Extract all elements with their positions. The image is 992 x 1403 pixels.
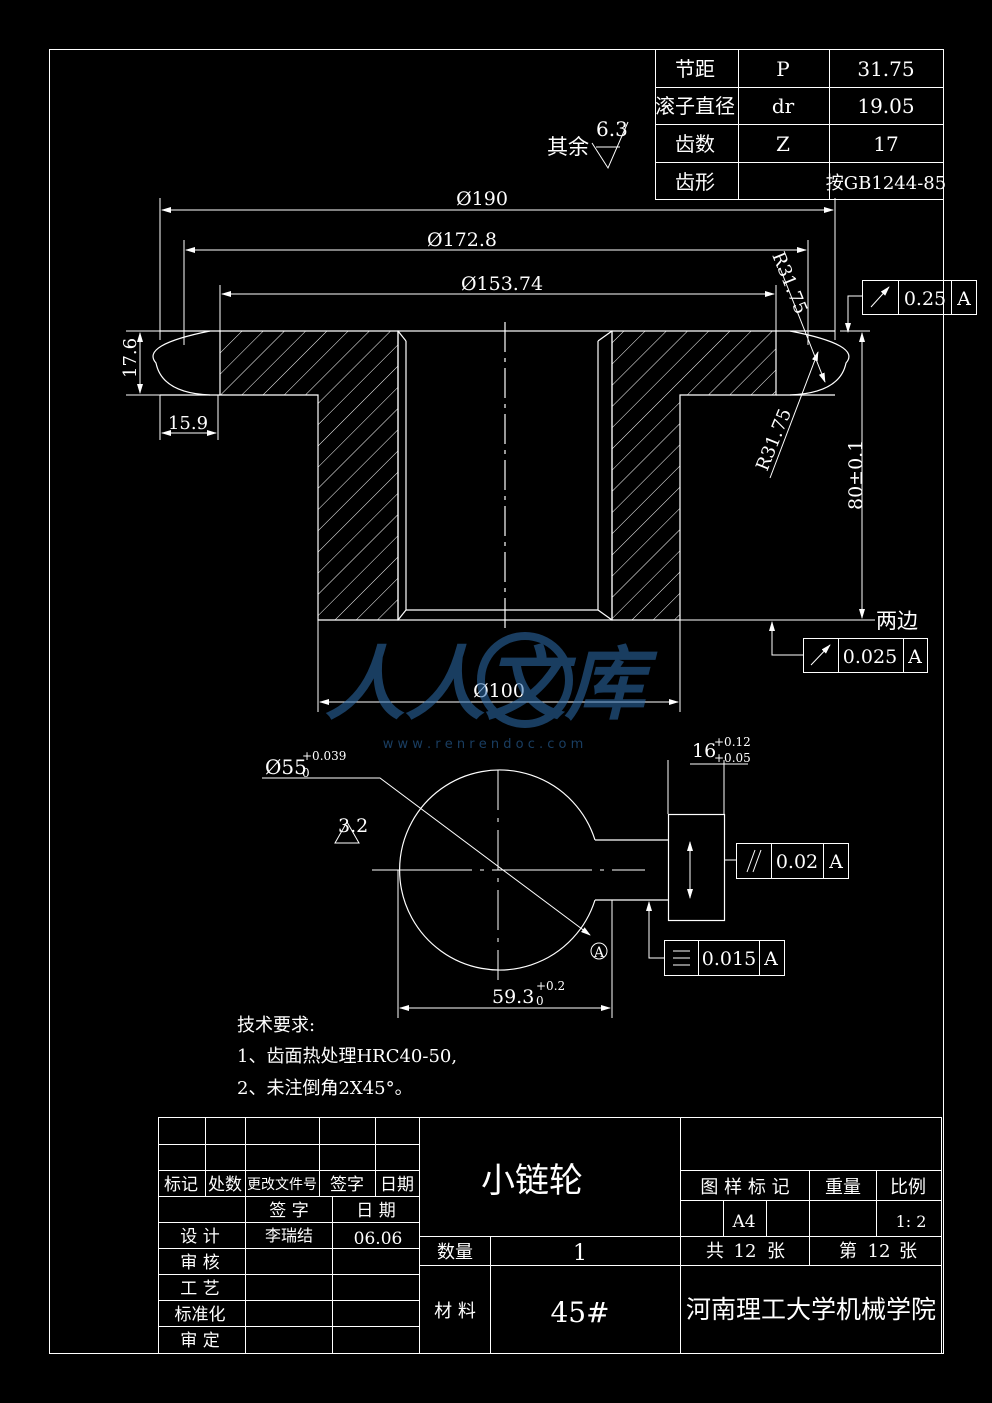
sprocket-section — [152, 322, 850, 630]
roughness-other-symbol — [591, 121, 629, 170]
param-value-roller-dia: 19.05 — [857, 94, 914, 118]
roughness-other-label: 其余 — [547, 135, 589, 159]
tb-format: A4 — [731, 1212, 755, 1232]
symmetry-frame — [664, 940, 785, 976]
dim-dia-190: Ø190 — [456, 188, 508, 210]
watermark-brand: 人人文库 — [325, 638, 658, 731]
part-name: 小链轮 — [481, 1161, 583, 1201]
tb-total-label-b: 张 — [767, 1241, 785, 1262]
dimension-lines-left — [126, 330, 219, 440]
param-name-tooth-form: 齿形 — [675, 170, 715, 194]
tb-check-label: 审 核 — [180, 1253, 219, 1273]
parameter-table — [655, 49, 944, 200]
runout-bottom-value: 0.025 — [843, 646, 897, 668]
parallelism-value: 0.02 — [776, 851, 818, 873]
tb-qty-label: 数量 — [437, 1242, 473, 1263]
tb-scale-label: 比例 — [890, 1177, 926, 1198]
runout-top-value: 0.25 — [904, 288, 946, 310]
tb-process-label: 工 艺 — [180, 1279, 219, 1299]
param-symbol-pitch: P — [776, 57, 789, 81]
dim-radius-bottom: R31.75 — [752, 406, 796, 474]
keyway-width-upper: +0.12 — [714, 735, 751, 749]
param-name-pitch: 节距 — [675, 57, 715, 81]
tb-scale-value: 1: 2 — [896, 1212, 927, 1231]
tb-design-date: 06.06 — [354, 1229, 403, 1249]
watermark-url: w w w . r e n r e n d o c . c o m — [383, 737, 584, 752]
param-symbol-teeth: Z — [776, 132, 790, 156]
tb-header-sign: 签字 — [330, 1175, 364, 1195]
bore-keyway-view — [372, 769, 726, 980]
keyway-width-lower: +0.05 — [714, 751, 751, 765]
tb-header-date: 日期 — [380, 1175, 414, 1195]
dim-height-80: 80±0.1 — [845, 440, 867, 510]
hatched-section-right — [611, 330, 777, 621]
runout-frame-top — [862, 280, 977, 315]
dimension-lines-top — [159, 198, 836, 479]
tb-header-count: 处数 — [208, 1175, 242, 1195]
param-value-tooth-form: 按GB1244-85 — [826, 173, 946, 194]
dim-width-17-6: 17.6 — [120, 338, 141, 378]
tech-requirement-item: 1、齿面热处理HRC40-50, — [237, 1046, 457, 1067]
dimension-lines-right — [317, 295, 875, 712]
tb-qty-value: 1 — [573, 1241, 587, 1266]
tech-requirements-heading: 技术要求: — [237, 1015, 315, 1036]
tb-sheet-no: 12 — [868, 1241, 891, 1262]
tb-sign-label: 签 字 — [269, 1201, 308, 1221]
tb-institution: 河南理工大学机械学院 — [686, 1295, 936, 1324]
runout-bottom-datum: A — [907, 646, 922, 668]
tech-requirement-item: 2、未注倒角2X45°。 — [237, 1078, 413, 1099]
tb-date-label: 日 期 — [356, 1201, 395, 1221]
label-both-sides: 两边 — [876, 609, 918, 633]
hatched-section-left — [219, 330, 399, 621]
bore-dia-lower: 0 — [302, 766, 310, 780]
param-value-teeth: 17 — [873, 132, 898, 156]
roughness-other-value: 6.3 — [596, 117, 628, 141]
tb-approve-label: 审 定 — [180, 1331, 219, 1351]
tb-material-value: 45# — [550, 1296, 609, 1329]
tb-header-mark: 标记 — [164, 1175, 198, 1195]
dim-15-9: 15.9 — [168, 413, 208, 434]
runout-frame-bottom — [803, 638, 928, 673]
bore-dia-upper: +0.039 — [302, 749, 346, 763]
tb-standard-label: 标准化 — [175, 1305, 226, 1325]
keyway-depth-base: 59.3 — [492, 986, 534, 1008]
tb-design-label: 设 计 — [180, 1227, 219, 1247]
watermark-logo-icon — [477, 632, 573, 728]
tb-material-label: 材 料 — [434, 1301, 476, 1322]
watermark: 人人文库 w w w . r e n r e n d o c . c o m — [325, 632, 658, 752]
tb-header-docno: 更改文件号 — [247, 1177, 317, 1193]
dim-dia-153-74: Ø153.74 — [461, 273, 543, 295]
tb-sheet-label-a: 第 — [839, 1241, 857, 1262]
parallelism-datum: A — [828, 851, 843, 873]
keyway-depth-upper: +0.2 — [536, 979, 565, 993]
param-name-roller-dia: 滚子直径 — [655, 94, 735, 118]
bore-roughness: 3.2 — [338, 815, 368, 837]
keyway-depth-lower: 0 — [536, 994, 544, 1008]
tb-weight-label: 重量 — [825, 1177, 861, 1198]
symmetry-value: 0.015 — [702, 948, 756, 970]
title-block — [158, 1117, 942, 1354]
bore-view-dimensions — [262, 760, 748, 1018]
symmetry-datum: A — [763, 948, 778, 970]
tb-total-label-a: 共 — [706, 1241, 724, 1262]
param-symbol-roller-dia: dr — [772, 94, 795, 118]
param-value-pitch: 31.75 — [857, 57, 914, 81]
param-name-teeth: 齿数 — [675, 132, 715, 156]
tb-designer: 李瑞结 — [265, 1226, 313, 1245]
tb-drawing-mark: 图 样 标 记 — [700, 1177, 789, 1198]
tb-sheet-label-b: 张 — [899, 1241, 917, 1262]
bore-dia-base: Ø55 — [265, 755, 307, 779]
tb-total-sheets: 12 — [734, 1241, 757, 1262]
datum-a-label: A — [593, 945, 605, 961]
dim-radius-top: R31.75 — [767, 249, 811, 317]
keyway-width-base: 16 — [692, 740, 716, 762]
runout-top-datum: A — [956, 288, 971, 310]
dim-dia-172-8: Ø172.8 — [427, 229, 497, 251]
parallelism-frame — [736, 843, 849, 879]
